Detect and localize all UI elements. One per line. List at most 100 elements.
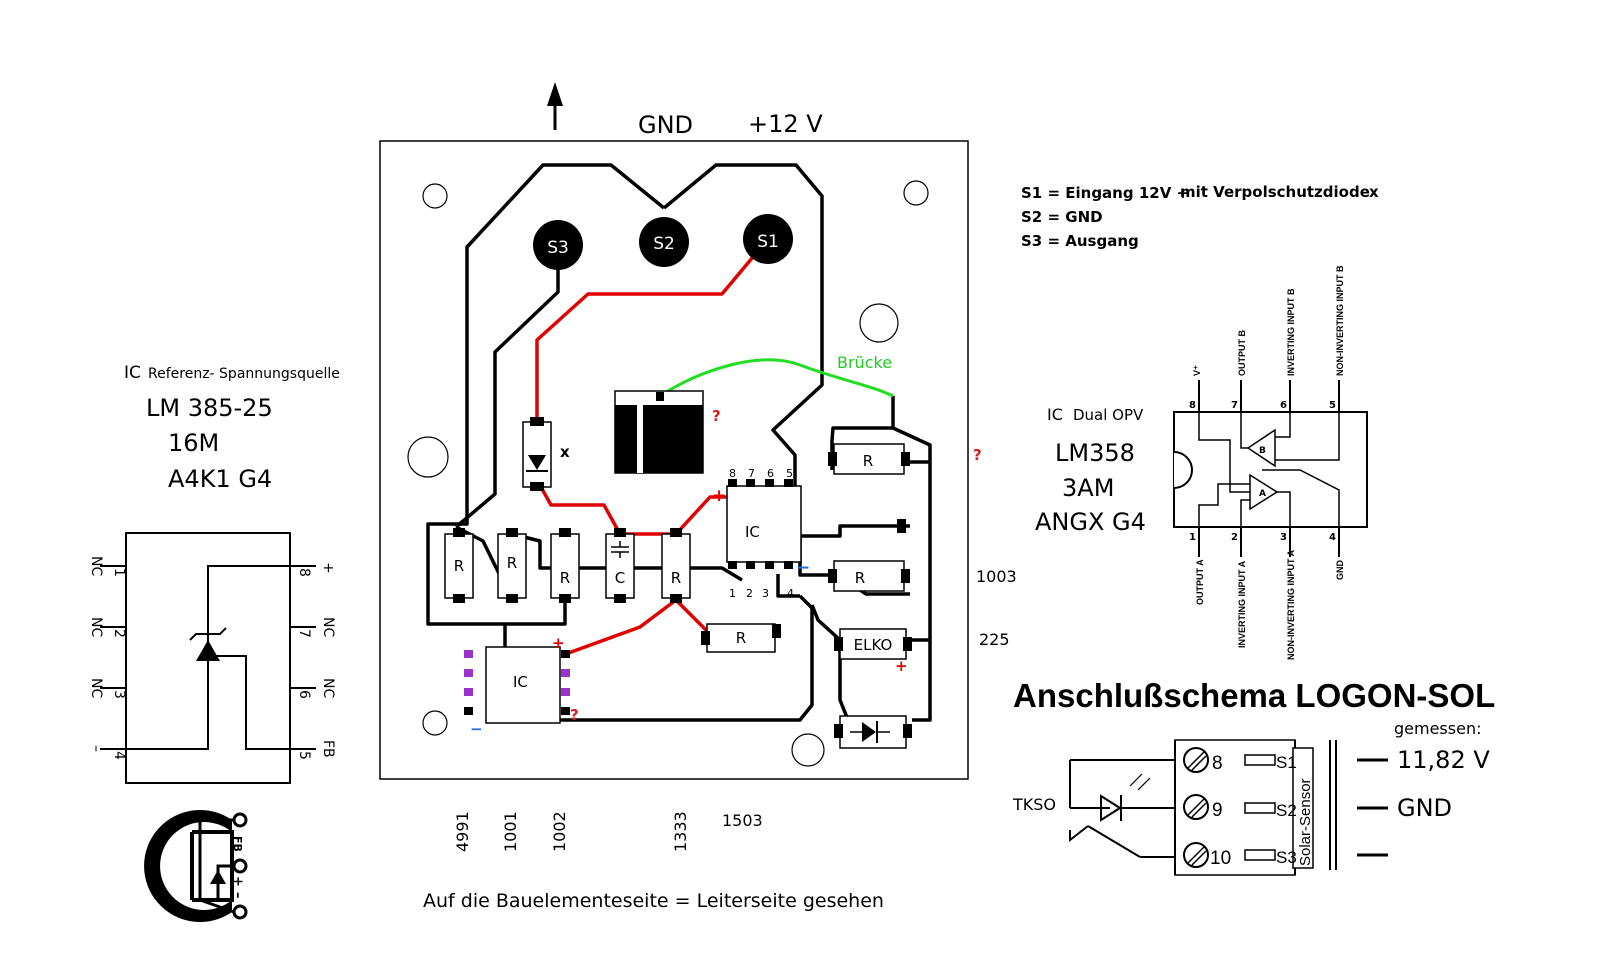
measured-label: gemessen: (1394, 719, 1481, 738)
pad-s1: S1 (743, 214, 793, 264)
black-traces (426, 163, 932, 732)
lm385-name: LM 385-25 (146, 394, 273, 422)
value-1003: 1003 (976, 567, 1017, 586)
lm385-ic-word: IC (124, 363, 141, 383)
protection-diode (834, 715, 912, 749)
question-mark-2: ? (973, 446, 982, 464)
lm358-amp-b: B (1259, 446, 1266, 456)
pin-5: 5 (786, 467, 793, 480)
pad-s1-label: S1 (757, 232, 779, 252)
resistor-row-pads (453, 528, 682, 603)
elko (834, 628, 912, 660)
lm385-pin5-num: 5 (296, 751, 312, 760)
tkso-label: TKSO (1012, 795, 1056, 814)
resistor-2-label: R (507, 554, 517, 572)
lm358-pin6-num: 6 (1280, 400, 1287, 411)
lm385-pin3-num: 3 (111, 690, 127, 699)
lm358-pin5-label: NON-INVERTING INPUT B (1335, 265, 1345, 376)
lm358-pin3-label: NON-INVERTING INPUT A (1286, 549, 1296, 660)
lm385-pin3-name: NC (88, 678, 104, 698)
bridge-label: Brücke (837, 353, 892, 372)
lm358-line2: 3AM (1062, 474, 1114, 502)
lm385-pin2-num: 2 (111, 629, 127, 638)
pin-4: 4 (787, 587, 794, 600)
mounting-holes (407, 180, 929, 767)
lm385-pin1-name: NC (88, 556, 104, 576)
logon-title: Anschlußschema LOGON-SOL (1013, 677, 1495, 714)
question-mark-3: ? (570, 706, 579, 724)
lm358-pin1-label: OUTPUT A (1195, 559, 1205, 605)
lm385-pkg-minus: – (230, 892, 245, 899)
gnd-label: GND (638, 111, 693, 139)
plus-mark-elko: + (895, 657, 908, 675)
terminal-10-num: 10 (1210, 848, 1231, 869)
lm358-pin8-label: V⁺ (1192, 365, 1202, 376)
lm385-line2: 16M (168, 429, 219, 457)
lm385-pkg-fb: FB (231, 836, 244, 852)
lm385-pin4-name: – (88, 745, 104, 752)
code-4991: 4991 (453, 811, 472, 852)
main-ic (726, 479, 802, 569)
lm385-pkg-plus: + (230, 876, 245, 887)
lm358-bottom-pin-labels: OUTPUT A INVERTING INPUT A NON-INVERTING… (1195, 549, 1345, 660)
resistor-3-label: R (560, 569, 570, 587)
resistor-5-label: R (863, 452, 873, 470)
lm358-amp-a: A (1259, 489, 1266, 499)
legend-s1-note: mit Verpolschutzdiode (1180, 183, 1370, 201)
terminal-s3-label: S3 (1276, 848, 1297, 867)
minus-mark-small-ic: − (470, 720, 483, 738)
diode-x-label: x (560, 443, 570, 461)
elko-label: ELKO (854, 636, 893, 654)
plus-mark-ic: + (712, 486, 726, 506)
pad-s3: S3 (533, 220, 583, 270)
lm385-to92-symbol (144, 810, 248, 923)
pin-3: 3 (762, 587, 769, 600)
lm385-pin1-num: 1 (111, 568, 127, 577)
resistor-4-label: R (671, 569, 681, 587)
lm358-pin-numbers: 8 7 6 5 1 2 3 4 (1189, 400, 1336, 543)
lm358-pin8-num: 8 (1189, 400, 1196, 411)
lm358-pin4-num: 4 (1329, 532, 1336, 543)
capacitor-label: C (615, 569, 625, 587)
measured-s1: 11,82 V (1397, 746, 1490, 774)
terminal-s1-label: S1 (1276, 753, 1297, 772)
lm385-pin4-num: 4 (111, 751, 127, 760)
lm385-pin8-name: + (320, 562, 336, 574)
pin-2: 2 (746, 587, 753, 600)
resistor-7 (701, 623, 781, 653)
lm385-pin7-num: 7 (296, 629, 312, 638)
lm385-pin2-name: NC (88, 617, 104, 637)
board-caption: Auf die Bauelementeseite = Leiterseite g… (423, 890, 884, 912)
code-1333: 1333 (671, 811, 690, 852)
pin-8: 8 (729, 467, 736, 480)
terminal-9-num: 9 (1212, 800, 1223, 821)
lm385-pin5-name: FB (320, 740, 336, 758)
resistor-6-label: R (855, 569, 865, 587)
lm385-pin6-name: NC (320, 678, 336, 698)
lm385-package (100, 532, 316, 784)
small-ic-label: IC (513, 673, 528, 691)
lm358-pin6-label: INVERTING INPUT B (1286, 288, 1296, 376)
main-ic-pin-numbers: 8 7 6 5 1 2 3 4 (729, 467, 794, 600)
small-ic (464, 646, 570, 724)
right-resistors (828, 443, 910, 592)
plus-mark-small-ic: + (552, 634, 565, 652)
minus-mark-ic: − (796, 558, 810, 578)
bridge-wire (659, 358, 894, 398)
solar-sensor-label: Solar-Sensor (1297, 778, 1314, 866)
up-arrow (547, 82, 563, 130)
question-mark-1: ? (712, 407, 721, 425)
lm358-name: LM358 (1055, 439, 1135, 467)
legend-s3: S3 = Ausgang (1021, 232, 1139, 250)
plus12-label: +12 V (748, 110, 823, 138)
resistor-7-label: R (736, 629, 746, 647)
terminal-8-num: 8 (1212, 753, 1223, 774)
pin-6: 6 (767, 467, 774, 480)
lm358-pin7-num: 7 (1231, 400, 1238, 411)
measured-s2: GND (1397, 794, 1452, 822)
legend-s2: S2 = GND (1021, 208, 1103, 226)
lm385-pin6-num: 6 (296, 690, 312, 699)
lm358-pin5-num: 5 (1329, 400, 1336, 411)
